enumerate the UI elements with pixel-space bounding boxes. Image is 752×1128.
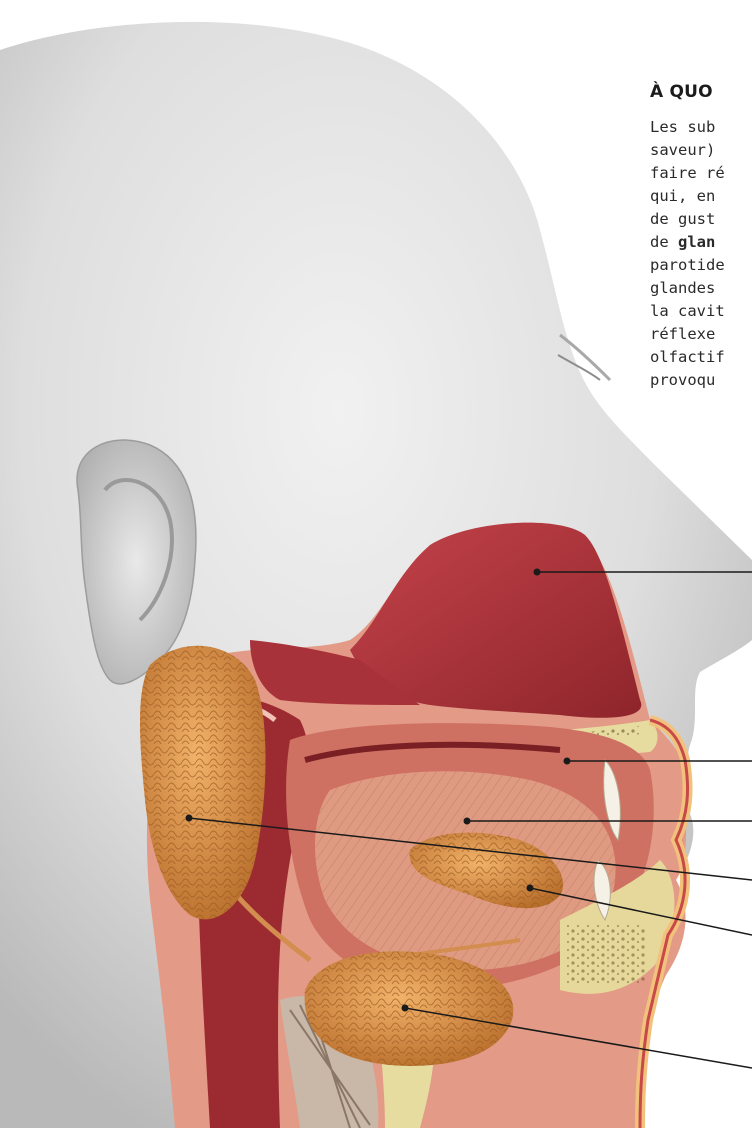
- side-heading: À QUO: [650, 82, 752, 102]
- text-line-4: qui, en: [650, 185, 752, 208]
- text-line-6: de glan: [650, 231, 752, 254]
- text-line-12: provoqu: [650, 369, 752, 392]
- text-line-5: de gust: [650, 208, 752, 231]
- text-line-2: saveur): [650, 139, 752, 162]
- leader-dot-parotid: [186, 815, 193, 822]
- text-line-10: réflexe: [650, 323, 752, 346]
- text-line-1: Les sub: [650, 116, 752, 139]
- text-line-6-bold: glan: [678, 233, 715, 251]
- text-line-6-prefix: de: [650, 233, 678, 251]
- leader-dot-sublingual: [527, 885, 534, 892]
- text-line-7: parotide: [650, 254, 752, 277]
- text-line-11: olfactif: [650, 346, 752, 369]
- leader-dot-submandibular: [402, 1005, 409, 1012]
- side-text-block: À QUO Les sub saveur) faire ré qui, en d…: [650, 82, 752, 392]
- text-line-8: glandes: [650, 277, 752, 300]
- leader-dot-palate: [564, 758, 571, 765]
- leader-dot-tongue: [464, 818, 471, 825]
- text-line-9: la cavit: [650, 300, 752, 323]
- leader-dot-nasal: [534, 569, 541, 576]
- text-line-3: faire ré: [650, 162, 752, 185]
